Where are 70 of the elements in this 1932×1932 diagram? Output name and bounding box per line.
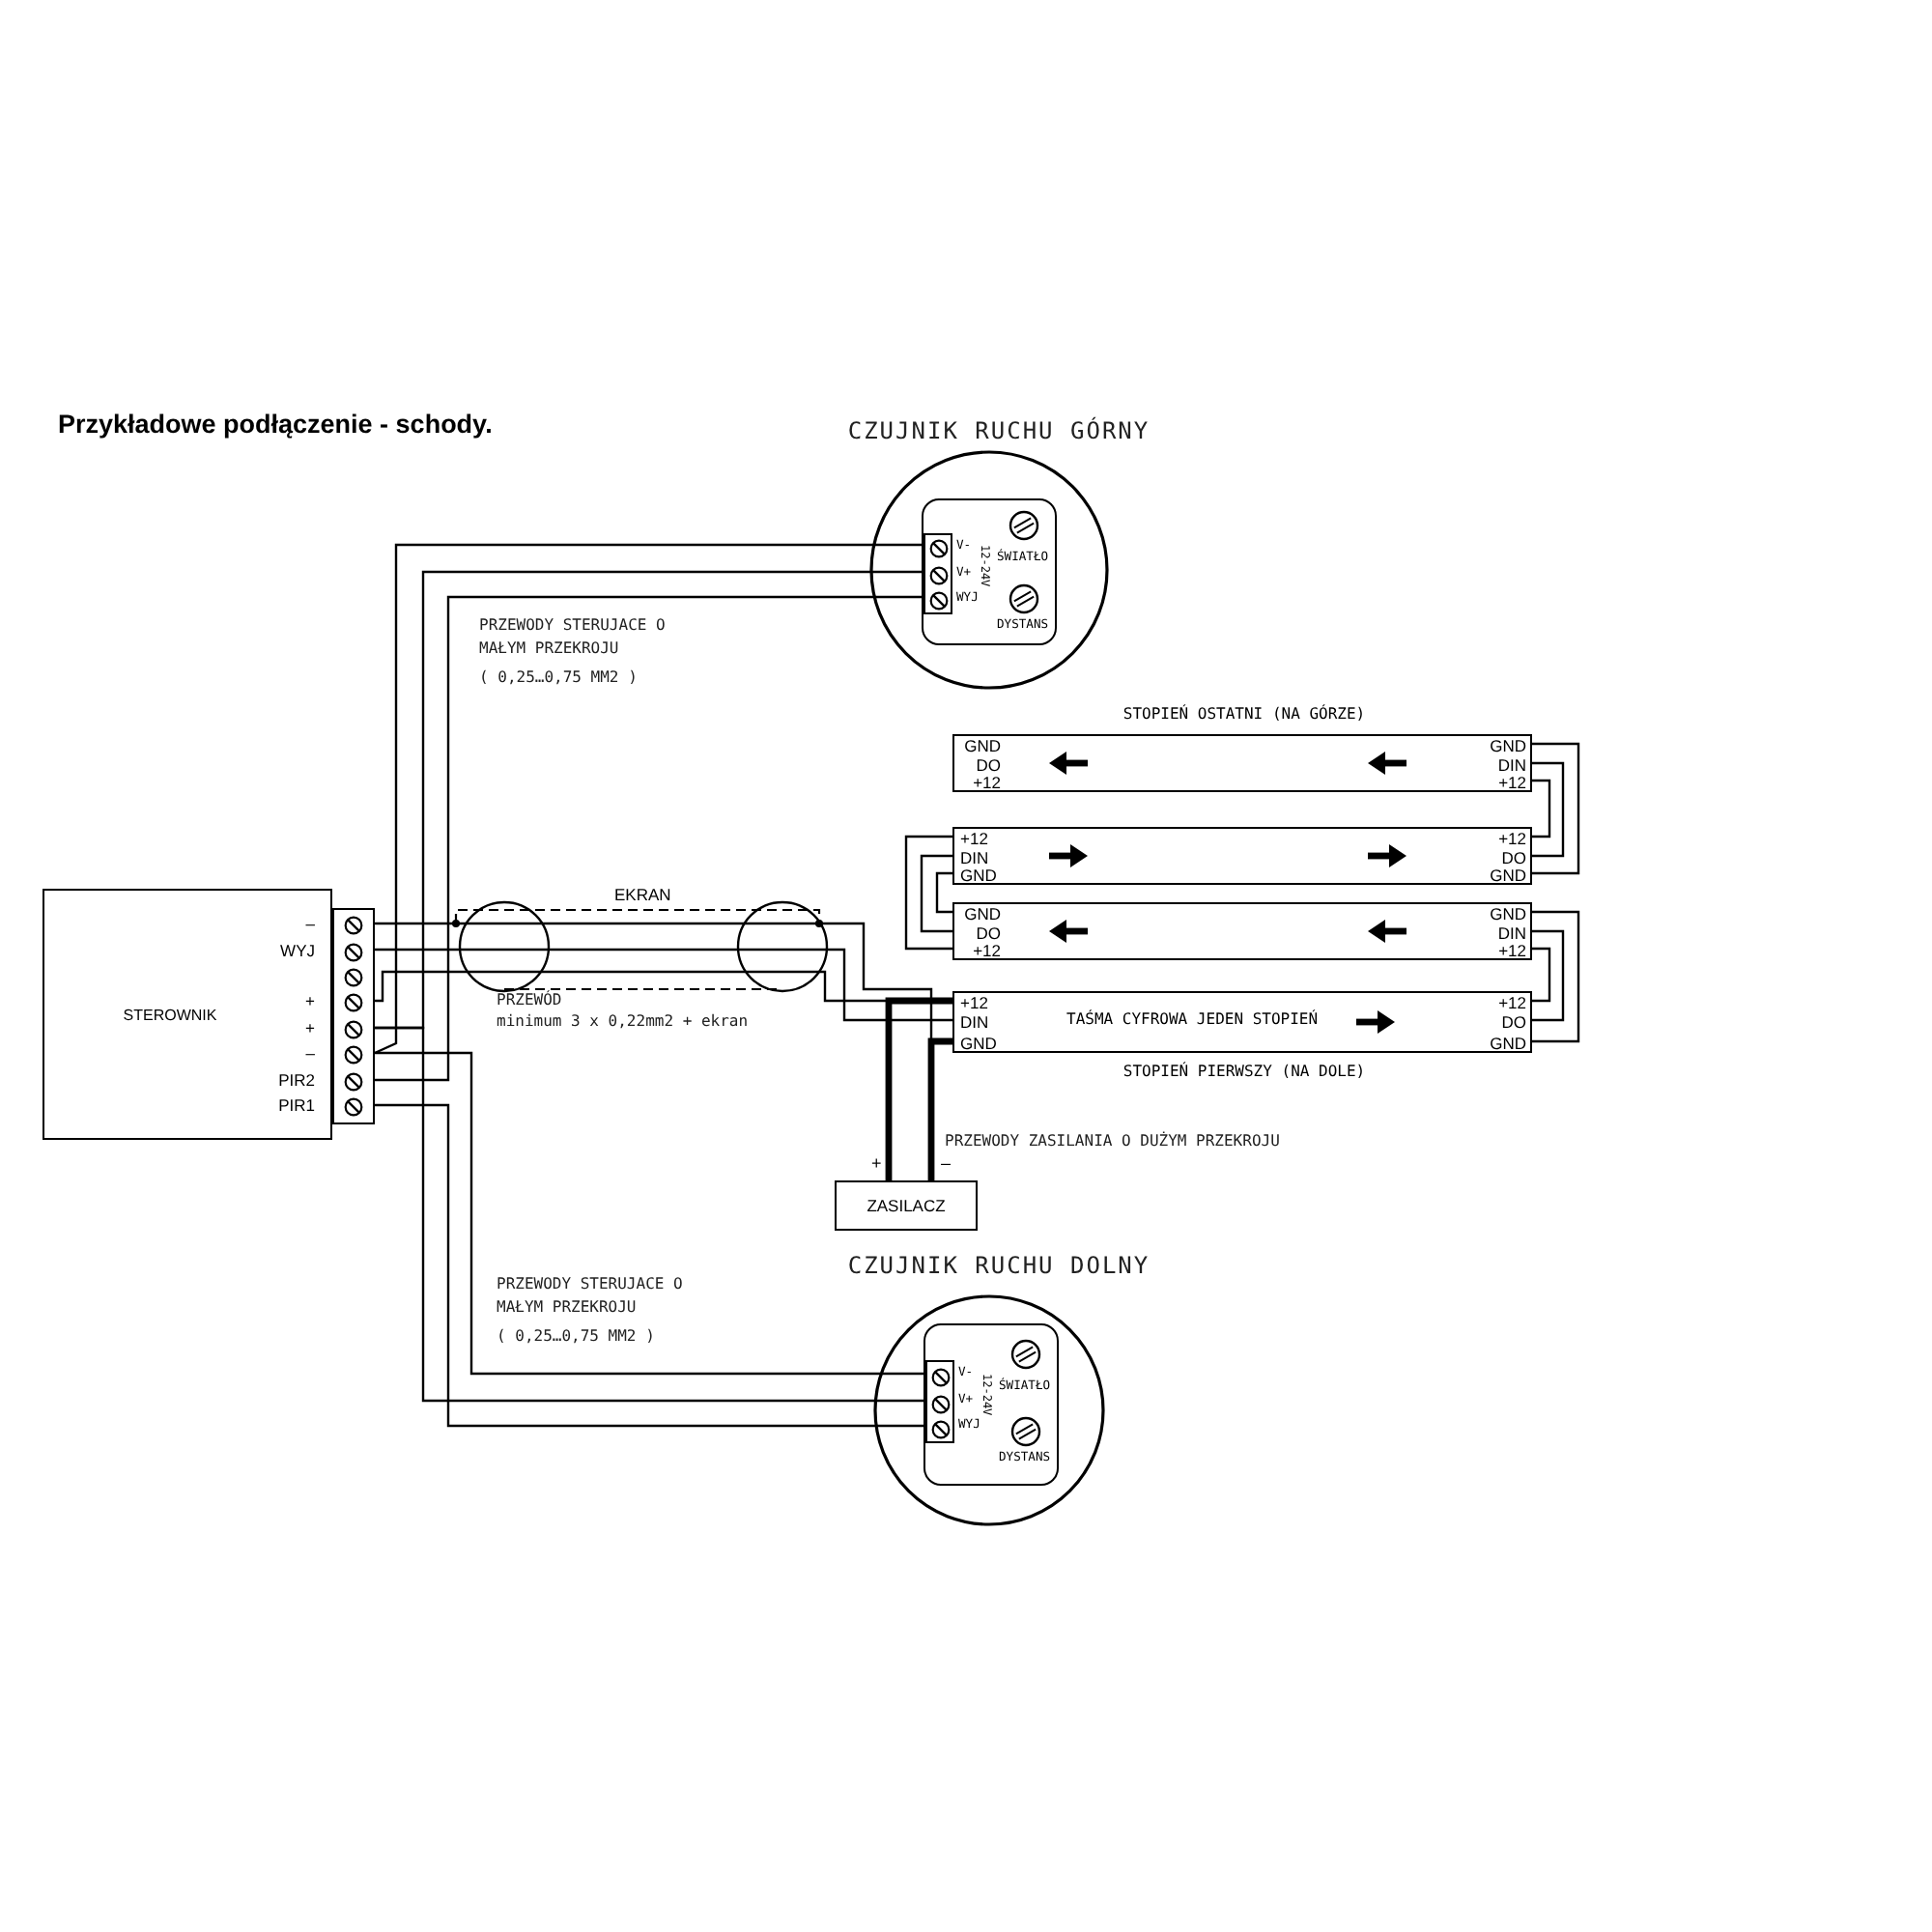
sensor-heading: CZUJNIK RUCHU GÓRNY	[845, 417, 1152, 444]
terminal-block	[923, 533, 952, 614]
pin-label: +12	[1498, 995, 1526, 1011]
led-strip	[952, 827, 1532, 885]
wire	[375, 1103, 923, 1428]
wire-note: minimum 3 x 0,22mm2 + ekran	[497, 1014, 749, 1030]
terminal-label: –	[305, 1045, 315, 1062]
wire-note: ( 0,25…0,75 MM2 )	[479, 670, 638, 686]
wire-note: PRZEWODY ZASILANIA O DUŻYM PRZEKROJU	[945, 1134, 1280, 1150]
diagram-title: Przykładowe podłączenie - schody.	[58, 410, 493, 439]
terminal-label: +	[305, 993, 315, 1009]
pin-label: GND	[1490, 738, 1526, 754]
wire	[920, 854, 952, 933]
pin-label: DO	[1501, 850, 1526, 867]
wire	[885, 997, 952, 1180]
pin-label: +12	[973, 775, 1001, 791]
wire	[935, 871, 952, 914]
wire	[1532, 947, 1551, 1003]
pin-label: DIN	[1497, 925, 1526, 942]
controller-box	[43, 889, 332, 1140]
pin-label: DIN	[960, 1014, 989, 1031]
pin-label: DIN	[1497, 757, 1526, 774]
wire	[1532, 779, 1551, 838]
polarity-label: +	[871, 1155, 882, 1173]
power-supply-label: ZASILACZ	[867, 1197, 946, 1214]
strip-caption: STOPIEŃ PIERWSZY (NA DOLE)	[1121, 1065, 1368, 1080]
pin-label: +12	[1498, 775, 1526, 791]
wire-note: PRZEWÓD	[497, 993, 562, 1009]
pin-label: GND	[1490, 867, 1526, 884]
terminal-label: PIR2	[278, 1072, 315, 1089]
pin-label: GND	[1490, 1036, 1526, 1052]
wire	[1532, 929, 1565, 1022]
wire	[1532, 742, 1580, 875]
terminal-label: WYJ	[280, 942, 315, 958]
terminal-block	[925, 1360, 954, 1443]
pin-label: +12	[973, 943, 1001, 959]
wire	[927, 1037, 952, 1180]
terminal-label: +	[305, 1020, 315, 1037]
terminal-label: –	[305, 916, 315, 932]
sensor-module	[922, 498, 1057, 645]
polarity-label: –	[941, 1155, 952, 1173]
pin-label: +12	[960, 831, 988, 847]
pin-label: DIN	[960, 850, 989, 867]
wire-note: PRZEWODY STERUJACE O MAŁYM PRZEKROJU	[479, 614, 668, 662]
wire	[1532, 761, 1565, 858]
pin-label: GND	[960, 867, 997, 884]
pin-label: DO	[976, 925, 1001, 942]
pin-label: DO	[1501, 1014, 1526, 1031]
controller-label: STEROWNIK	[121, 1009, 219, 1024]
pin-label: GND	[964, 738, 1001, 754]
pin-label: GND	[1490, 906, 1526, 923]
terminal-block	[332, 908, 375, 1124]
led-strip	[952, 902, 1532, 960]
pin-label: GND	[964, 906, 1001, 923]
pin-label: +12	[960, 995, 988, 1011]
pin-label: DO	[976, 757, 1001, 774]
strip-caption: STOPIEŃ OSTATNI (NA GÓRZE)	[1121, 707, 1368, 723]
strip-label: TAŚMA CYFROWA JEDEN STOPIEŃ	[1066, 1012, 1319, 1028]
wire-note: ( 0,25…0,75 MM2 )	[497, 1329, 655, 1345]
sensor-heading: CZUJNIK RUCHU DOLNY	[845, 1252, 1152, 1279]
sensor-module	[923, 1323, 1059, 1486]
pin-label: GND	[960, 1036, 997, 1052]
wire	[1532, 910, 1580, 1043]
wire-note: PRZEWODY STERUJACE O MAŁYM PRZEKROJU	[497, 1273, 685, 1321]
wire	[375, 948, 952, 1022]
shield-label: EKRAN	[614, 887, 671, 903]
pin-label: +12	[1498, 831, 1526, 847]
pin-label: +12	[1498, 943, 1526, 959]
terminal-label: PIR1	[278, 1097, 315, 1114]
wire	[904, 835, 952, 951]
